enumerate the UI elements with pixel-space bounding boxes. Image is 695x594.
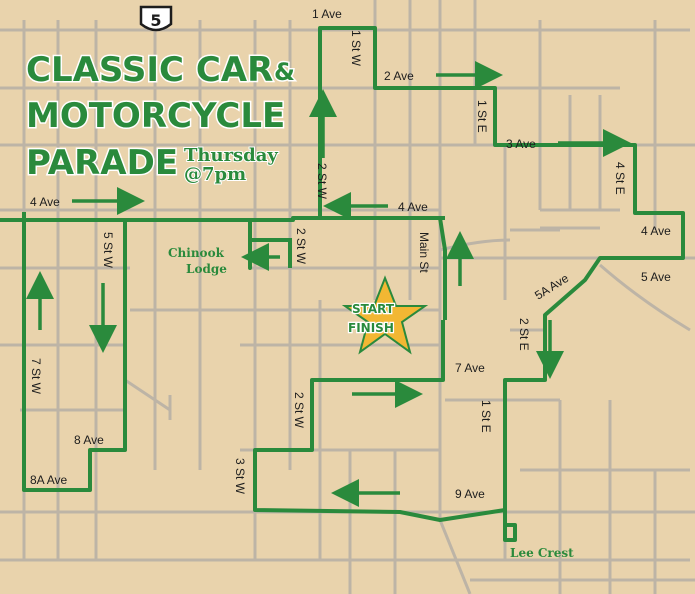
label-1-st-w: 1 St W	[349, 30, 363, 67]
label-8a-ave: 8A Ave	[30, 473, 67, 487]
title-line-2: MOTORCYCLE	[26, 96, 285, 136]
label-2-ave: 2 Ave	[384, 69, 414, 83]
parade-route-chinook-spur	[250, 238, 292, 268]
label-5-ave: 5 Ave	[641, 270, 671, 284]
label-2-st-e: 2 St E	[517, 318, 531, 351]
poi-lee-crest: Lee Crest	[510, 546, 574, 560]
label-2-st-w-mid: 2 St W	[294, 228, 308, 265]
highway-shield: 5	[139, 5, 173, 32]
chinook-lodge-label-1: Chinook	[168, 246, 225, 260]
start-label: START	[352, 302, 395, 316]
label-7-st-w: 7 St W	[29, 358, 43, 395]
label-7-ave: 7 Ave	[455, 361, 485, 375]
label-3-st-w: 3 St W	[233, 458, 247, 495]
direction-arrows	[26, 61, 631, 507]
label-2-st-w-lower: 2 St W	[292, 392, 306, 429]
poi-chinook-lodge: Chinook Lodge	[168, 246, 227, 276]
parade-title: CLASSIC CAR & MOTORCYCLE PARADE Thursday…	[25, 49, 297, 187]
label-main-st: Main St	[417, 232, 431, 273]
parade-route-west-spur	[0, 212, 26, 222]
title-ampersand: &	[274, 58, 295, 86]
label-1-ave: 1 Ave	[312, 7, 342, 21]
start-finish-marker: START FINISH	[341, 275, 429, 355]
parade-route-north-loop	[318, 26, 685, 542]
label-4-st-e: 4 St E	[613, 162, 627, 195]
label-1-st-e-lower: 1 St E	[479, 400, 493, 433]
chinook-lodge-label-2: Lodge	[186, 262, 227, 276]
finish-label: FINISH	[348, 321, 394, 335]
start-star-icon	[341, 275, 429, 355]
label-9-ave: 9 Ave	[455, 487, 485, 501]
title-line-1: CLASSIC CAR	[26, 50, 273, 90]
label-2-st-w-upper: 2 St W	[315, 163, 329, 200]
title-day: Thursday	[184, 145, 278, 166]
label-4-ave-east: 4 Ave	[641, 224, 671, 238]
label-3-ave: 3 Ave	[506, 137, 536, 151]
label-4-ave-mid: 4 Ave	[398, 200, 428, 214]
label-4-ave-west: 4 Ave	[30, 195, 60, 209]
label-1-st-e-upper: 1 St E	[475, 100, 489, 133]
label-5-st-w: 5 St W	[101, 232, 115, 269]
highway-shield-number: 5	[150, 11, 161, 30]
title-line-3: PARADE	[26, 143, 178, 183]
label-8-ave: 8 Ave	[74, 433, 104, 447]
title-time: @7pm	[184, 164, 246, 185]
